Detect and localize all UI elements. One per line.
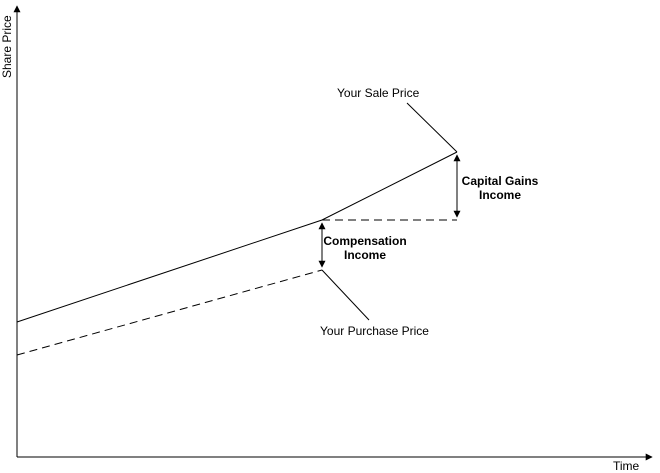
- purchase-price-line: [16, 269, 323, 356]
- sale-price-label: Your Sale Price: [337, 86, 420, 100]
- y-axis-label: Share Price: [0, 15, 14, 78]
- purchase-price-label: Your Purchase Price: [320, 324, 429, 338]
- compensation-label-line-1: Compensation: [323, 234, 406, 248]
- compensation-label-line-2: Income: [344, 248, 386, 262]
- x-axis-label: Time: [613, 459, 640, 473]
- capital-gains-label-line-1: Capital Gains: [462, 174, 539, 188]
- purchase-price-leader: [321, 269, 370, 321]
- sale-price-leader: [406, 102, 458, 153]
- capital-gains-label-line-2: Income: [479, 188, 521, 202]
